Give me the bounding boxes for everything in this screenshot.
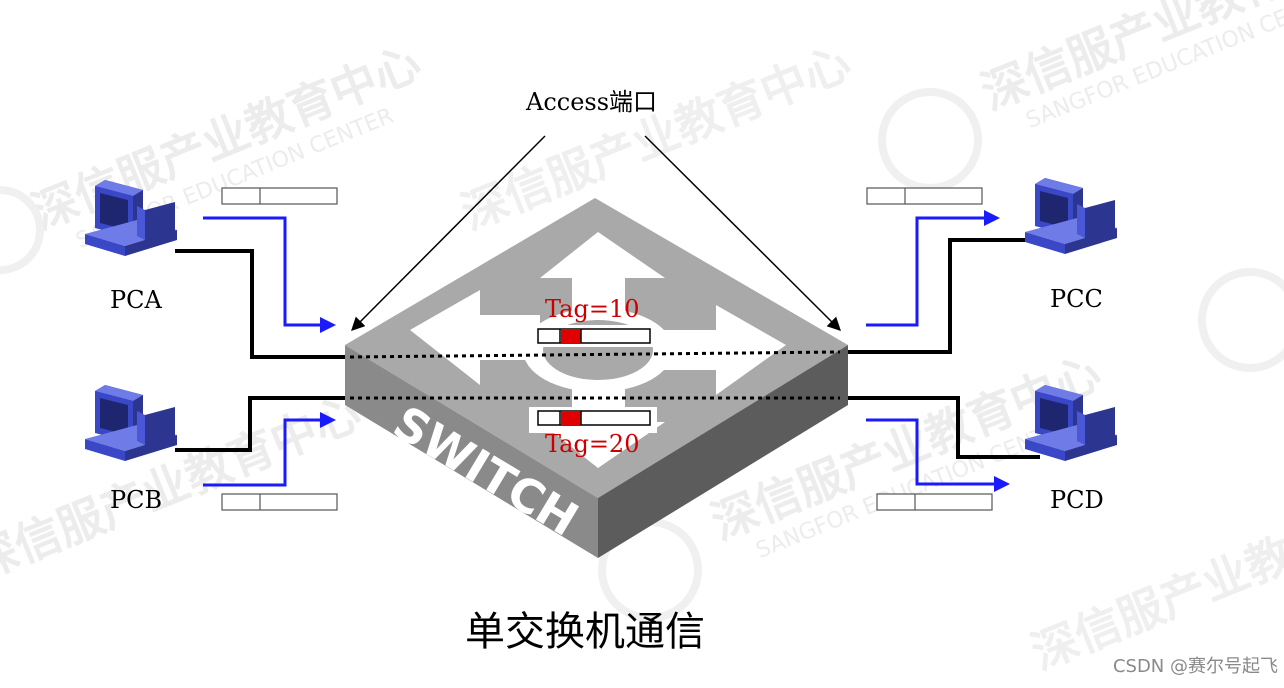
frame-pcb: [221, 493, 338, 511]
untagged-frames: [221, 187, 993, 511]
tag10-frame: [529, 325, 657, 347]
source-credit: CSDN @赛尔号起飞: [1113, 656, 1278, 677]
vlan10-path: [349, 350, 841, 359]
diagram-caption: 单交换机通信: [465, 609, 705, 655]
traffic-flow-arrows: [203, 210, 1010, 492]
link-pca: [175, 249, 350, 359]
tag20-label: Tag=20: [545, 430, 639, 458]
watermark-cn: 深信服产业教育中心: [974, 0, 1284, 120]
watermark-logo: [878, 88, 982, 192]
pcb-label: PCB: [110, 486, 162, 514]
network-links: [175, 238, 1040, 459]
pcc-label: PCC: [1050, 285, 1103, 313]
link-pcd: [840, 396, 1040, 459]
flow-pcd-out: [866, 418, 995, 486]
flow-pca-in: [203, 216, 323, 327]
watermark-logo: [1198, 268, 1284, 372]
watermark-logo: [0, 186, 44, 274]
access-port-label: Access端口: [525, 88, 657, 116]
frame-pca: [221, 187, 338, 205]
flow-pcb-in: [203, 418, 323, 487]
link-pcc: [840, 238, 1040, 354]
pcd-label: PCD: [1050, 486, 1104, 514]
pcb-computer-icon[interactable]: [85, 385, 177, 461]
tag10-label: Tag=10: [545, 295, 639, 323]
watermark-cn: 深信服产业教育中心: [454, 35, 858, 240]
flow-pcc-out: [866, 216, 985, 327]
tag-marker: [561, 411, 581, 425]
watermark-cn: 深信服产业教育中心: [0, 385, 368, 590]
frame-pcc: [866, 187, 983, 205]
pcc-computer-icon[interactable]: [1025, 178, 1117, 254]
pca-label: PCA: [110, 286, 163, 314]
tag20-frame: [529, 407, 657, 433]
vlan-paths: [349, 350, 841, 400]
frame-pcd: [876, 493, 993, 511]
link-pcb: [175, 396, 350, 452]
access-port-callout: [351, 135, 841, 331]
tag-marker: [561, 329, 581, 343]
